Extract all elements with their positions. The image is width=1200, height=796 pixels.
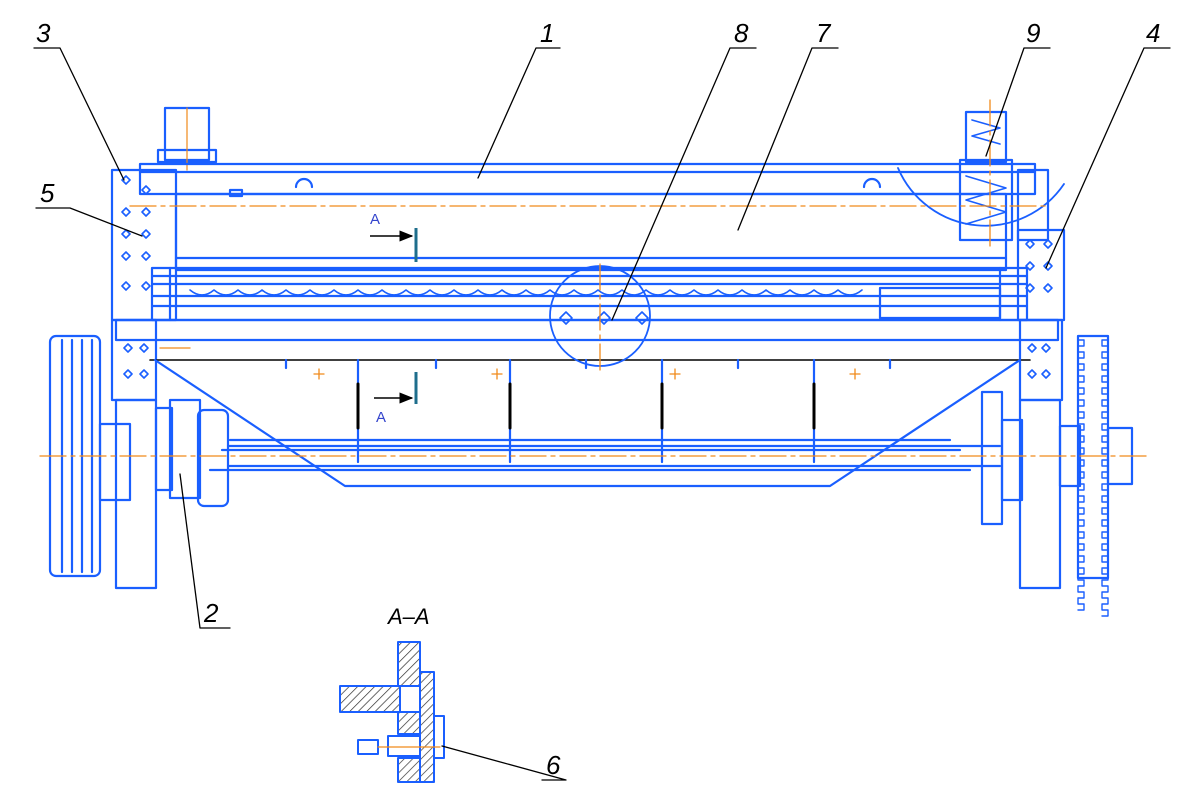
callout-1: 1 — [540, 18, 554, 48]
top-motor — [156, 106, 218, 171]
bolt-pattern — [121, 175, 1053, 379]
lower-frame — [114, 318, 1060, 361]
right-gear — [1058, 334, 1134, 617]
section-detail — [339, 641, 445, 783]
leader-lines — [33, 47, 1171, 781]
section-title: A–A — [386, 604, 430, 629]
section-mark-top: A — [370, 211, 380, 228]
section-cut-marker — [370, 228, 418, 404]
center-lines — [39, 99, 1151, 457]
spring-tensioner — [958, 110, 1050, 242]
roll-zone — [150, 266, 1029, 322]
callout-8: 8 — [734, 18, 749, 48]
callout-2: 2 — [203, 598, 219, 628]
left-leg — [114, 398, 158, 590]
detail-arc-spring — [897, 167, 1065, 227]
upper-beam — [138, 162, 1037, 198]
main-assembly — [48, 106, 1134, 617]
stiffener-springs — [356, 382, 816, 430]
right-side-plate — [1016, 228, 1066, 402]
callout-5: 5 — [40, 178, 55, 208]
callout-6: 6 — [546, 750, 561, 780]
callout-4: 4 — [1146, 18, 1160, 48]
section-mark-bottom: A — [376, 409, 386, 426]
callout-7: 7 — [816, 18, 832, 48]
right-bearing — [980, 390, 1062, 590]
left-bearing — [154, 398, 230, 508]
center-marks — [313, 368, 861, 380]
main-shaft — [226, 444, 1002, 468]
callout-3: 3 — [36, 18, 51, 48]
callout-9: 9 — [1026, 18, 1040, 48]
